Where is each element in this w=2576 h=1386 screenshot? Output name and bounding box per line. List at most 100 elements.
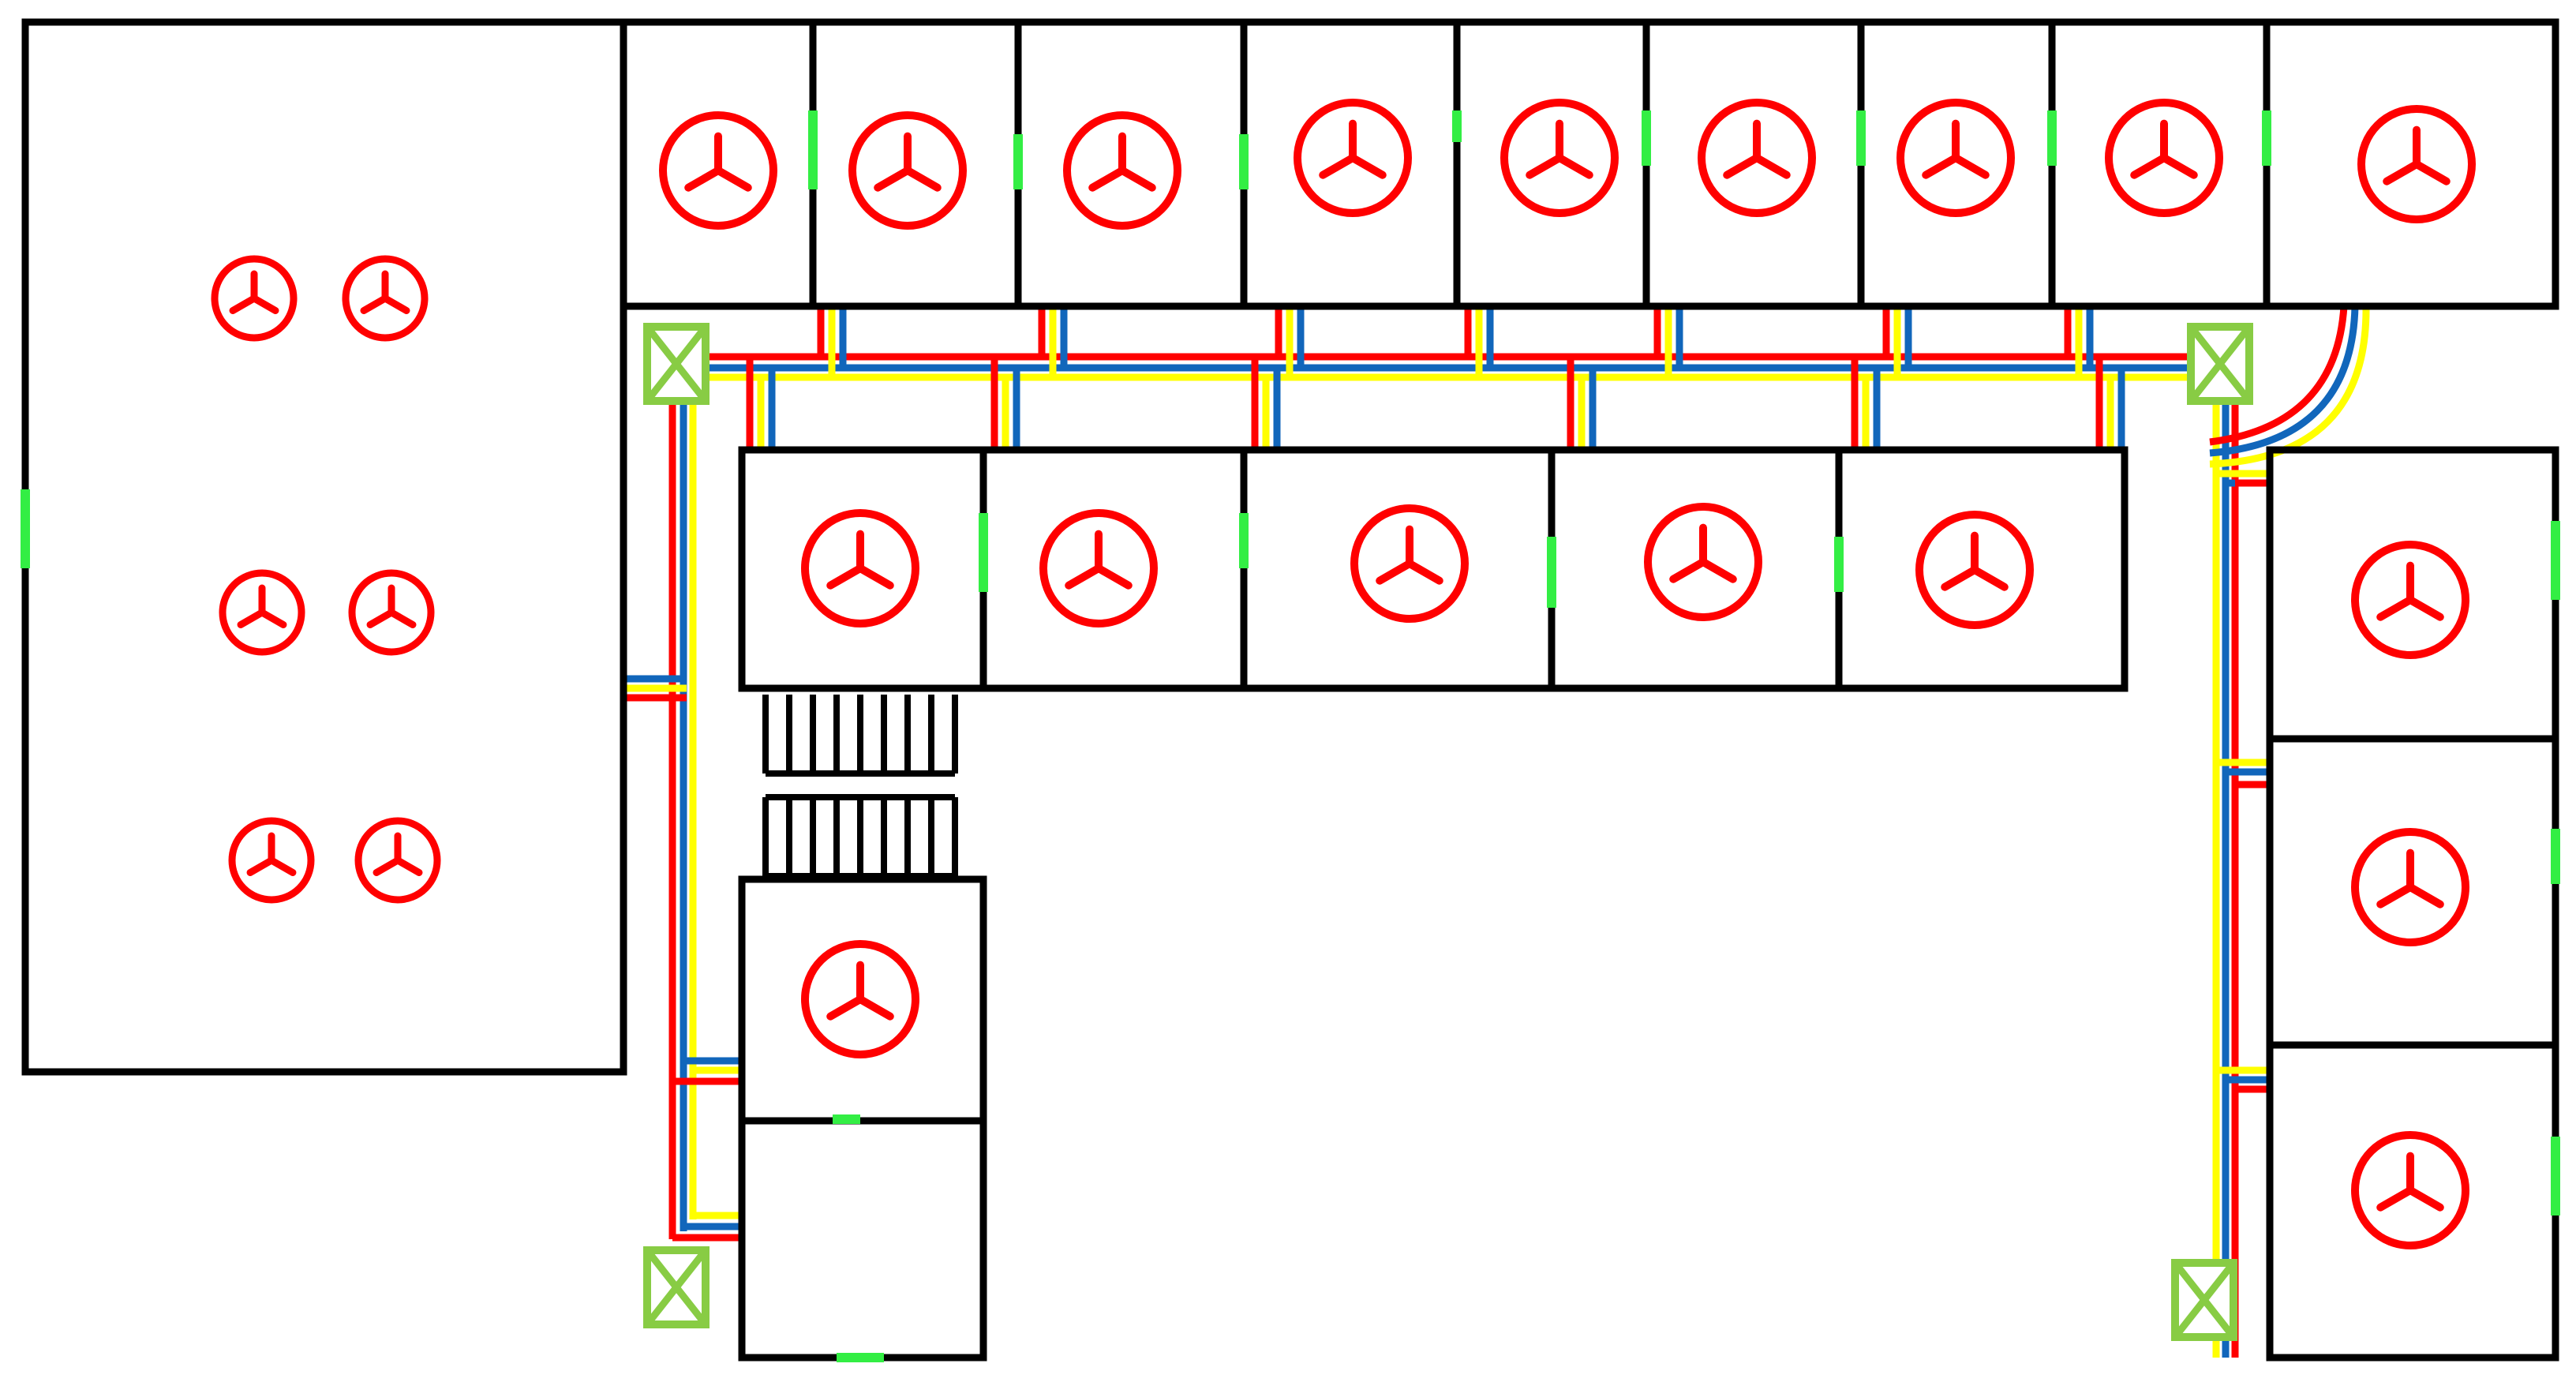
fan-icon bbox=[2105, 99, 2223, 217]
fan-icon bbox=[1350, 504, 1469, 623]
fan-blade bbox=[1406, 560, 1443, 585]
fan-blade bbox=[826, 564, 864, 590]
fan-ring bbox=[1039, 509, 1158, 627]
fan-icon bbox=[1915, 511, 2034, 629]
fan-blade bbox=[229, 294, 258, 314]
fan-blade bbox=[2376, 596, 2414, 621]
fan-blade bbox=[1753, 154, 1791, 179]
fan-ring bbox=[2351, 828, 2469, 946]
fan-ring bbox=[1063, 111, 1181, 230]
fan-icon bbox=[1500, 99, 1619, 217]
fan-blade bbox=[381, 294, 410, 314]
walls bbox=[21, 18, 2559, 1362]
fan-blade bbox=[2376, 1186, 2414, 1212]
fan-blade bbox=[258, 609, 287, 628]
fan-icon bbox=[801, 940, 919, 1058]
fan-icon bbox=[228, 817, 315, 904]
fan-ring bbox=[659, 111, 777, 230]
fan-blade bbox=[1952, 154, 1990, 179]
fan-blade bbox=[394, 856, 423, 876]
fan-ring bbox=[2351, 1131, 2469, 1249]
fan-icon bbox=[211, 255, 298, 342]
fan-blade bbox=[1723, 154, 1761, 179]
fan-ring bbox=[342, 255, 429, 342]
fan-blade bbox=[1526, 154, 1563, 179]
room-middle-row-5 bbox=[1835, 446, 2129, 692]
room-top-row-7 bbox=[1857, 18, 2056, 310]
fan-blade bbox=[268, 856, 297, 876]
stairs bbox=[762, 695, 958, 879]
fan-blade bbox=[904, 167, 942, 192]
fan-blade bbox=[1118, 167, 1156, 192]
fan-blade bbox=[1556, 154, 1593, 179]
fan-blade bbox=[1065, 564, 1103, 590]
fan-blade bbox=[1922, 154, 1960, 179]
room-large-hall bbox=[21, 18, 627, 1076]
fan-ring bbox=[354, 817, 441, 904]
fan-ring bbox=[228, 817, 315, 904]
fan-blade bbox=[826, 995, 864, 1021]
fan-blade bbox=[714, 167, 752, 192]
fan-ring bbox=[1915, 511, 2034, 629]
fan-ring bbox=[2351, 541, 2469, 659]
fan-icon bbox=[342, 255, 429, 342]
fan-blade bbox=[1941, 566, 1979, 591]
junction-box-cross bbox=[2172, 1261, 2237, 1339]
fan-ring bbox=[848, 111, 967, 230]
fan-blade bbox=[1376, 560, 1413, 585]
fan-icon bbox=[1698, 99, 1816, 217]
fan-blade bbox=[2406, 883, 2444, 908]
fan-blade bbox=[1971, 566, 2009, 591]
fan-blade bbox=[2406, 596, 2444, 621]
fan-icon bbox=[1896, 99, 2015, 217]
fan-blade bbox=[1349, 154, 1387, 179]
fan-icon bbox=[1039, 509, 1158, 627]
fan-icon bbox=[348, 569, 435, 656]
fan-blade bbox=[1699, 558, 1737, 583]
fan-blade bbox=[2383, 160, 2421, 185]
junction-box-cross bbox=[2188, 324, 2252, 403]
fan-ring bbox=[1896, 99, 2015, 217]
fan-icon bbox=[2357, 105, 2476, 223]
room-middle-row-2 bbox=[979, 446, 1248, 692]
room-top-row-3 bbox=[1014, 18, 1248, 310]
fan-blade bbox=[246, 856, 275, 876]
duct-line bbox=[2209, 305, 2348, 446]
fan-blade bbox=[2160, 154, 2198, 179]
fan-ring bbox=[2105, 99, 2223, 217]
duct-network bbox=[623, 305, 2370, 1358]
fan-ring bbox=[801, 940, 919, 1058]
room-top-row-4 bbox=[1240, 18, 1461, 310]
fan-blade bbox=[1088, 167, 1126, 192]
fan-icon bbox=[219, 569, 305, 656]
fan-icon bbox=[2351, 541, 2469, 659]
fan-blade bbox=[2413, 160, 2451, 185]
fan-blade bbox=[684, 167, 722, 192]
fan-icon bbox=[354, 817, 441, 904]
fan-ring bbox=[1294, 99, 1412, 217]
fan-icon bbox=[1063, 111, 1181, 230]
fan-icon bbox=[1294, 99, 1412, 217]
duct-line bbox=[2209, 305, 2370, 468]
fan-blade bbox=[250, 294, 279, 314]
fan-blade bbox=[1669, 558, 1707, 583]
junction-box-icon bbox=[2171, 1259, 2237, 1341]
fan-ring bbox=[348, 569, 435, 656]
fan-ring bbox=[1644, 503, 1762, 621]
junction-box-cross bbox=[644, 1248, 709, 1327]
fan-blade bbox=[1319, 154, 1357, 179]
room-left-bottom-room bbox=[738, 1117, 987, 1362]
fan-ring bbox=[211, 255, 298, 342]
duct-line bbox=[2209, 305, 2359, 457]
stairs-icon bbox=[762, 695, 958, 777]
fan-ring bbox=[801, 509, 919, 627]
fan-blade bbox=[373, 856, 402, 876]
fan-blade bbox=[2130, 154, 2168, 179]
fan-ring bbox=[219, 569, 305, 656]
fan-blade bbox=[388, 609, 417, 628]
fan-icon bbox=[801, 509, 919, 627]
fan-icon bbox=[659, 111, 777, 230]
junction-boxes bbox=[643, 323, 2253, 1341]
fan-icon bbox=[848, 111, 967, 230]
